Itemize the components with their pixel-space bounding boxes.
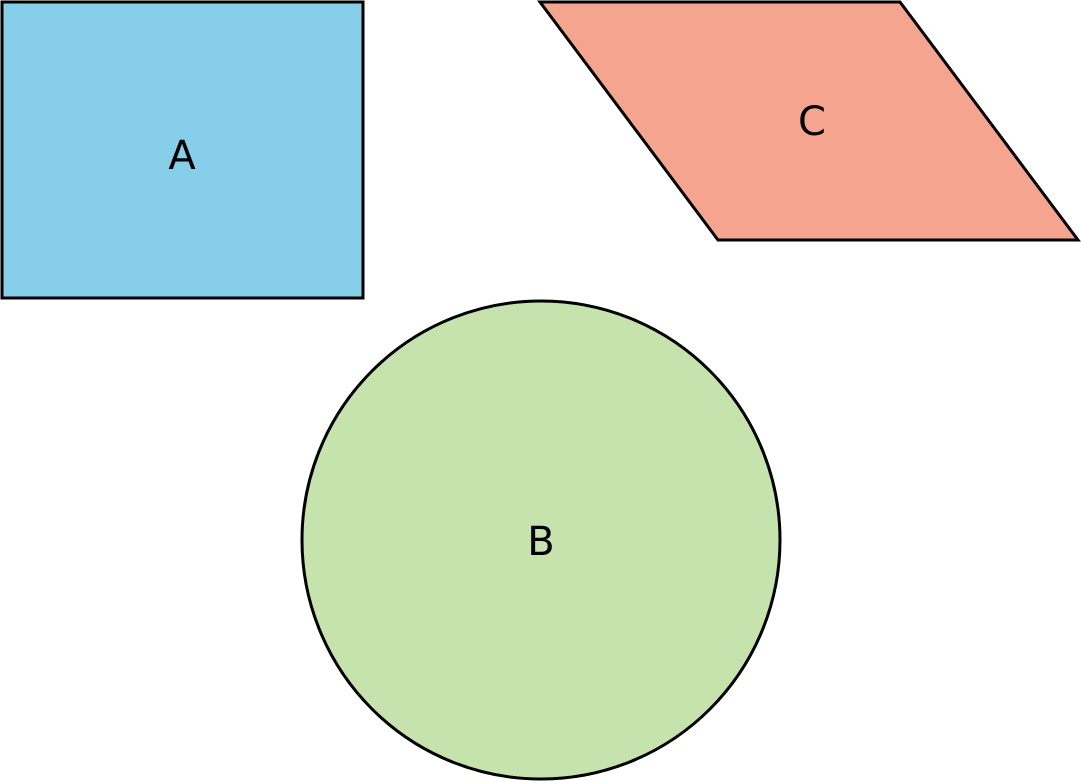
shape-label-b: B bbox=[527, 519, 554, 565]
shape-parallelogram-c[interactable] bbox=[537, 0, 1081, 242]
shape-label-c: C bbox=[798, 99, 826, 145]
shape-rectangle-a[interactable] bbox=[0, 0, 365, 300]
shape-circle-b[interactable] bbox=[300, 299, 782, 781]
shape-label-a: A bbox=[168, 133, 196, 179]
